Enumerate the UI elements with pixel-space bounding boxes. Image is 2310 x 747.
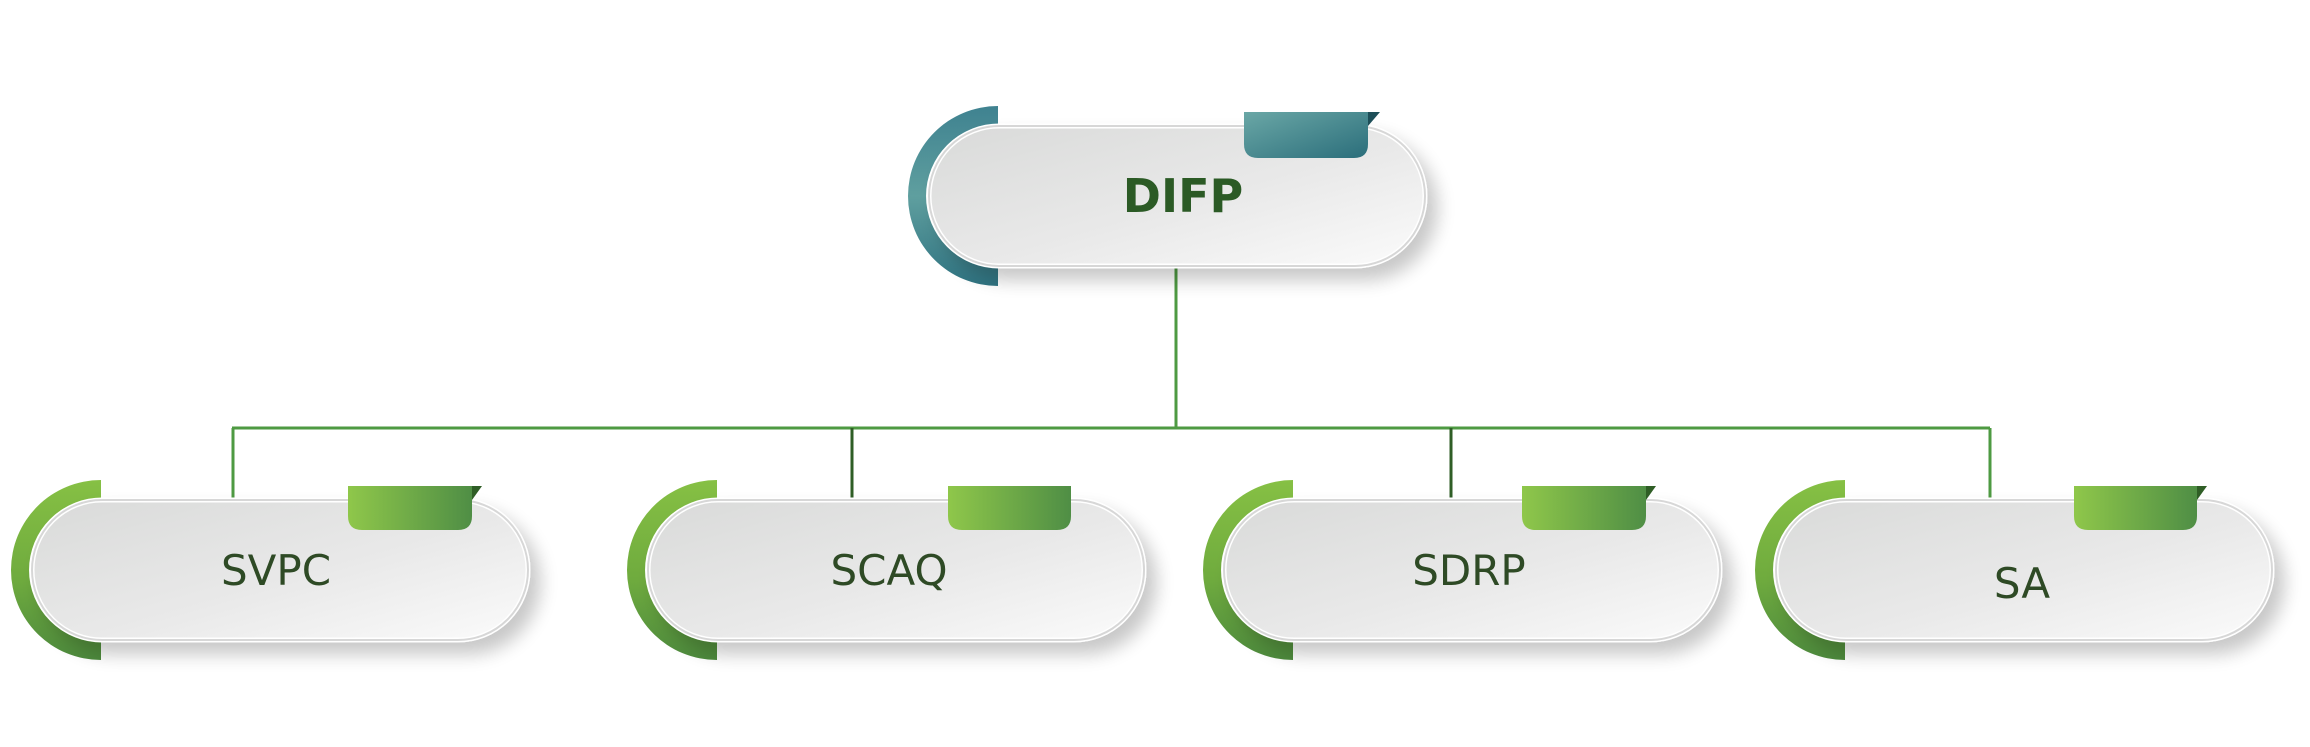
sdrp-tab-fold	[1646, 486, 1656, 500]
root-label: DIFP	[1123, 169, 1243, 223]
scaq-tab	[948, 486, 1071, 530]
sa-label: SA	[1994, 559, 2050, 608]
node-scaq: SCAQ	[627, 480, 1147, 660]
node-sdrp: SDRP	[1203, 480, 1723, 660]
sa-tab-fold	[2197, 486, 2207, 500]
svpc-tab	[348, 486, 472, 530]
svpc-accent-arc	[11, 480, 101, 660]
root-tab	[1244, 112, 1368, 158]
sdrp-tab	[1522, 486, 1646, 530]
svpc-tab-fold	[472, 486, 482, 500]
node-sa: SA	[1755, 480, 2275, 660]
scaq-accent-arc	[627, 480, 717, 660]
root-accent-arc	[908, 106, 998, 286]
sdrp-label: SDRP	[1412, 546, 1526, 595]
node-root: DIFP	[908, 106, 1428, 286]
root-tab-fold	[1368, 112, 1380, 126]
scaq-label: SCAQ	[830, 546, 947, 595]
node-svpc: SVPC	[11, 480, 531, 660]
sa-accent-arc	[1755, 480, 1845, 660]
connector-lines	[231, 266, 1992, 506]
svpc-label: SVPC	[221, 546, 331, 595]
sdrp-accent-arc	[1203, 480, 1293, 660]
sa-tab	[2074, 486, 2197, 530]
